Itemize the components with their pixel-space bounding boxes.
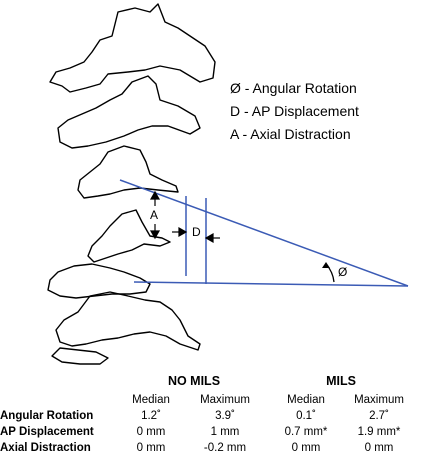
ap-arrow-left (204, 232, 214, 244)
row-label: Angular Rotation (0, 410, 94, 422)
group-mils: MILS (326, 374, 356, 388)
subheader-maximum: Maximum (200, 394, 250, 406)
vertebra-c5 (87, 209, 171, 263)
cell: 1 mm (210, 426, 240, 438)
subheader-median: Median (132, 394, 170, 406)
cell: 3.9˚ (215, 410, 235, 422)
cell: 1.9 mm* (357, 426, 401, 438)
row-label: Axial Distraction (0, 442, 91, 454)
upper-endplate-line (119, 179, 409, 287)
spine-diagram: A D Ø (47, 3, 409, 365)
cell: 1.2˚ (141, 410, 161, 422)
legend-ap: D - AP Displacement (230, 103, 359, 119)
row-label: AP Displacement (0, 426, 94, 438)
cell: 0 mm (136, 442, 166, 454)
subheader-median: Median (287, 394, 325, 406)
cell: 0 mm (364, 442, 394, 454)
label-angle: Ø (338, 265, 347, 279)
vertebra-c2 (49, 3, 216, 93)
vertebra-c6 (55, 291, 201, 351)
axial-arrow-up (149, 190, 161, 200)
legend-axial: A - Axial Distraction (230, 126, 351, 142)
subheader-maximum: Maximum (354, 394, 404, 406)
vertebra-c7 (51, 347, 109, 365)
ap-arrow-right (178, 226, 188, 238)
lower-endplate-line (133, 281, 409, 287)
legend-angular: Ø - Angular Rotation (230, 80, 357, 96)
cell: 2.7˚ (369, 410, 389, 422)
label-axial: A (150, 208, 158, 222)
vertebra-c5-body (47, 263, 151, 299)
cell: -0.2 mm (203, 442, 247, 454)
axial-arrow-down (149, 230, 161, 240)
cell: 0.1˚ (296, 410, 316, 422)
vertebra-c4 (77, 145, 179, 199)
vertebra-c3 (57, 75, 201, 149)
cell: 0.7 mm* (284, 426, 328, 438)
table-row: Axial Distraction 0 mm -0.2 mm 0 mm 0 mm (0, 440, 414, 456)
cell: 0 mm (291, 442, 321, 454)
table-row: Angular Rotation 1.2˚ 3.9˚ 0.1˚ 2.7˚ (0, 408, 414, 424)
group-no-mils: NO MILS (167, 374, 221, 388)
angle-arc-arrow (322, 262, 330, 268)
results-table: NO MILS MILS Median Maximum Median Maxim… (0, 370, 414, 456)
cell: 0 mm (136, 426, 166, 438)
label-ap: D (192, 225, 201, 239)
table-row: AP Displacement 0 mm 1 mm 0.7 mm* 1.9 mm… (0, 424, 414, 440)
